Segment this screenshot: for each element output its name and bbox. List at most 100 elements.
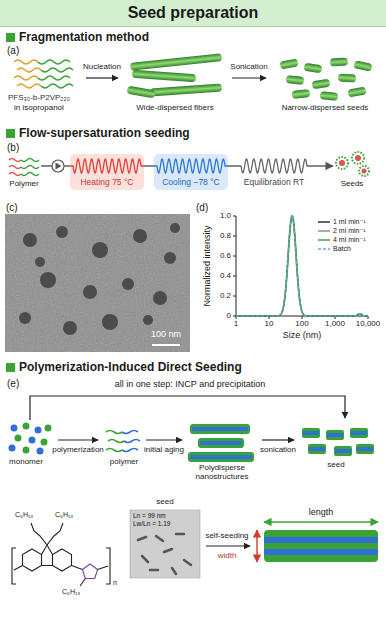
flow-stage: Cooling −78 °C	[154, 154, 228, 190]
block-copolymer-chains	[14, 60, 73, 88]
polymer-chain-icon	[106, 431, 122, 434]
nanostructure-icon	[188, 452, 254, 462]
seed-block-icon	[327, 433, 343, 437]
coil-symbol	[238, 154, 310, 178]
figure-title: Seed preparation	[128, 4, 259, 22]
chart-axes	[233, 216, 236, 316]
chart-axes	[233, 216, 368, 319]
tick-label: 0.4	[220, 272, 231, 281]
seed-block-icon	[334, 446, 352, 456]
monomer-icon	[45, 425, 52, 432]
legend-sample	[318, 230, 330, 231]
seed-block-icon	[309, 447, 325, 451]
fiber-illustration	[127, 86, 156, 99]
block-copolymer-chains	[41, 84, 73, 88]
section-heading: Flow-supersaturation seeding	[19, 127, 190, 140]
annotation: sonication	[260, 446, 296, 455]
process-arrow	[232, 77, 266, 78]
substituent-label: C₆H₁₃	[55, 511, 73, 519]
outlet-line	[310, 165, 333, 166]
annotation: Seeds	[341, 180, 364, 189]
tem-image	[5, 214, 190, 352]
micelle-seed-icon	[362, 169, 367, 174]
section-heading: Fragmentation method	[19, 31, 149, 44]
micelle-seed-icon	[352, 152, 364, 164]
section-bullet	[6, 33, 15, 42]
repeat-index: n	[113, 579, 117, 587]
tem-seed-image	[164, 549, 172, 552]
seed-illustration	[353, 60, 372, 72]
flow-stage: Equilibration RT	[238, 154, 310, 190]
seed-illustration	[279, 57, 372, 100]
legend-text: Batch	[333, 245, 351, 253]
tem-seed-image	[156, 536, 163, 541]
annotation: Polymer	[9, 180, 38, 189]
chemical-structure	[98, 566, 108, 570]
legend-text: 1 ml min⁻¹	[333, 218, 365, 226]
seed-block-icon	[308, 444, 326, 454]
chart-axes	[236, 216, 368, 316]
nanostructure-icon	[190, 424, 250, 434]
chemical-structure	[12, 523, 110, 586]
tem-image	[122, 278, 134, 290]
seed-block-icon	[335, 449, 351, 453]
size-distribution-curve	[236, 216, 368, 316]
block-copolymer-chains	[17, 84, 41, 88]
polymer-chain-icon	[122, 431, 138, 434]
seed-block-icon	[351, 431, 367, 435]
legend-text: 2 ml min⁻¹	[333, 227, 365, 235]
long-fiber-illustration	[264, 521, 378, 522]
annotation: initial aging	[144, 446, 184, 455]
seed-block-icon	[302, 428, 320, 438]
block-copolymer-chains	[38, 60, 70, 64]
tubing-connector	[144, 165, 154, 166]
long-fiber-illustration	[264, 530, 378, 562]
annotation: Nucleation	[83, 63, 121, 72]
tem-seed-image	[150, 569, 158, 572]
monomer-icon	[9, 445, 16, 452]
tem-image	[40, 272, 56, 288]
pump-symbol	[41, 160, 70, 172]
axis-title: Size (nm)	[283, 331, 322, 341]
chemical-structure	[82, 564, 97, 579]
tick-label: 10	[265, 320, 274, 329]
monomer-icon	[11, 425, 18, 432]
process-arrow	[146, 439, 182, 440]
micelle-seed-icon	[355, 155, 361, 161]
annotation: length	[309, 508, 334, 518]
legend-text: 4 ml min⁻¹	[333, 236, 365, 244]
substituent-label: C₆H₁₃	[15, 511, 33, 519]
nanostructure-icon	[190, 455, 252, 459]
polymer-chain-icon	[106, 449, 122, 452]
stage-label: Equilibration RT	[244, 178, 304, 187]
annotation: monomer	[9, 458, 43, 467]
annotation: self-seeding	[205, 532, 248, 541]
legend-sample	[318, 239, 330, 240]
tem-seed-image	[130, 510, 200, 578]
long-fiber-illustration	[256, 530, 257, 562]
tem-seed-image	[138, 534, 191, 574]
tem-image	[83, 285, 97, 299]
panel-letter: (d)	[196, 202, 208, 213]
tick-label: 0	[227, 312, 231, 321]
scale-label: 100 nm	[151, 330, 181, 340]
tem-image	[23, 233, 37, 247]
tick-label: 0.8	[220, 232, 231, 241]
tem-image	[170, 223, 180, 233]
fiber-illustration	[127, 53, 223, 98]
tick-label: 0.6	[220, 252, 231, 261]
annotation: Narrow-dispersed seeds	[282, 104, 369, 113]
seed-block-icon	[356, 444, 374, 454]
tem-image	[5, 214, 190, 352]
tick-label: 1,000	[325, 320, 345, 329]
nanostructure-icon	[188, 424, 254, 462]
polymer-icon	[9, 173, 21, 176]
polymer-icon	[9, 159, 39, 176]
axis-title: Normalized intensity	[203, 225, 213, 306]
seed-block-icon	[350, 428, 368, 438]
seed-block-icon	[303, 431, 319, 435]
seed-illustration	[330, 57, 349, 66]
size-distribution-curve	[236, 216, 368, 316]
polymer-chain-icon	[122, 449, 138, 452]
polymer-icon	[21, 159, 39, 162]
